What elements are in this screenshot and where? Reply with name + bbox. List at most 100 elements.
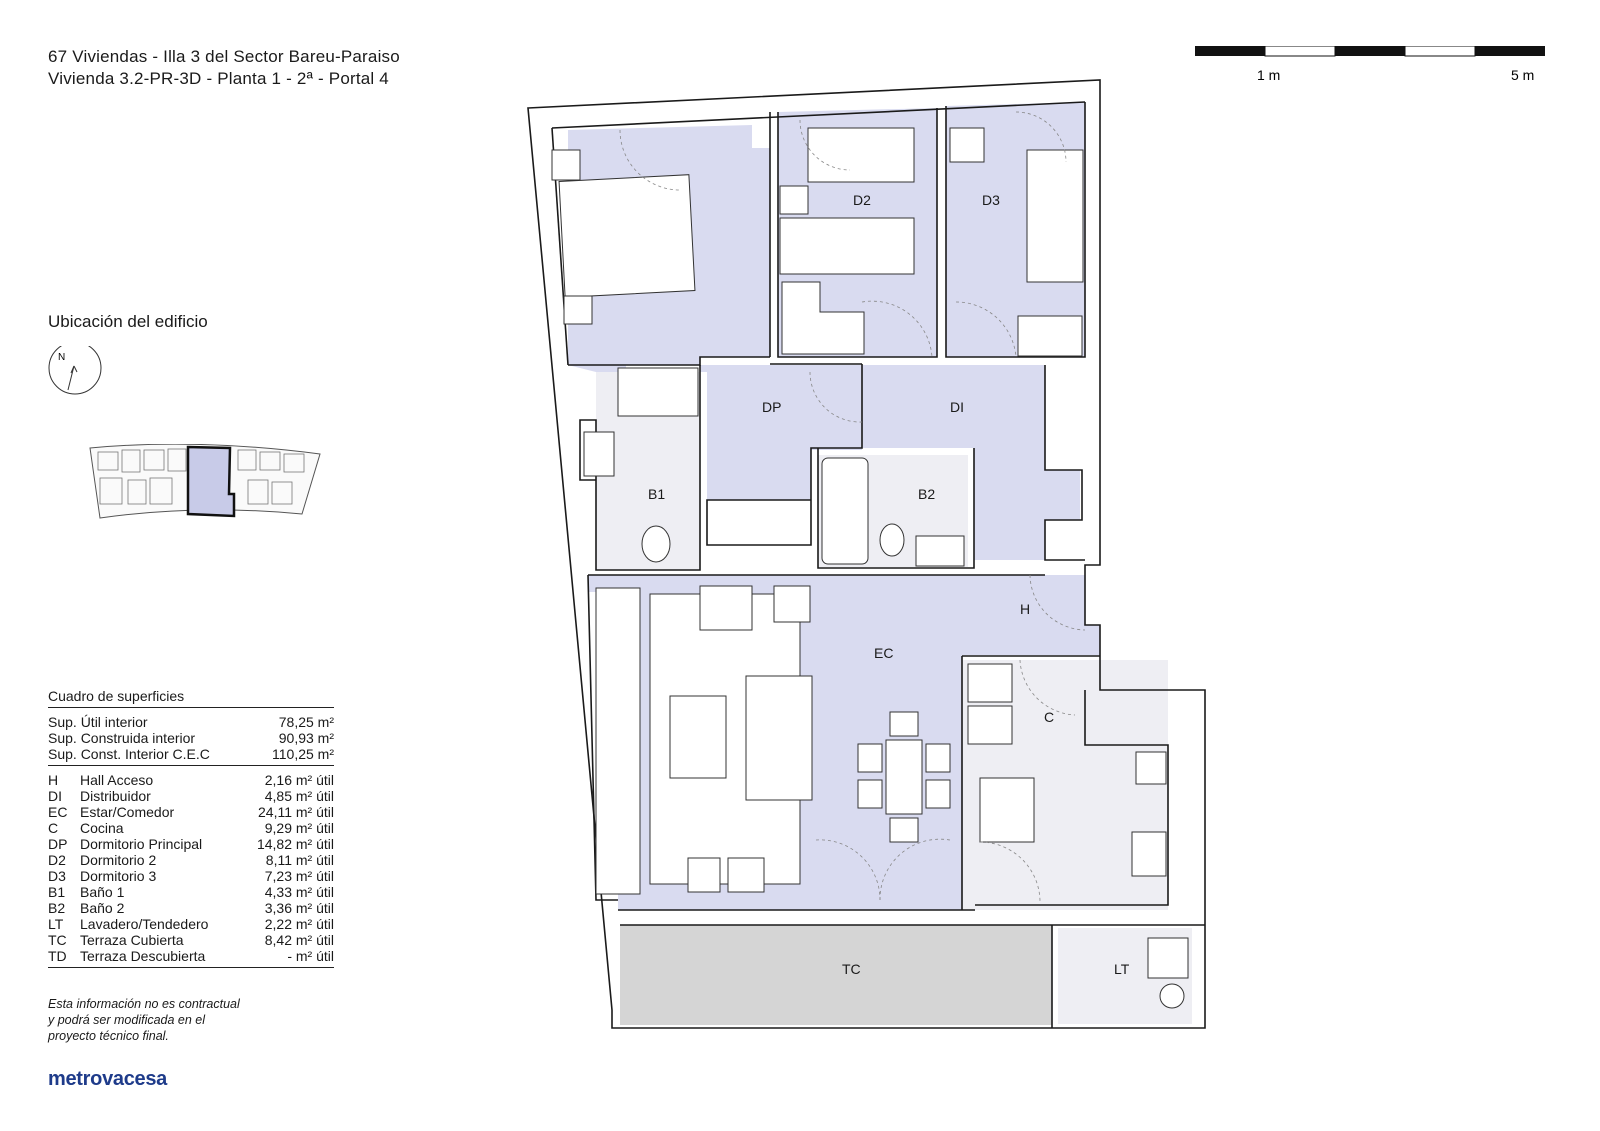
dining-chair xyxy=(925,743,951,773)
disclaimer-note: Esta información no es contractual y pod… xyxy=(48,997,240,1043)
room-code: D3 xyxy=(48,868,66,884)
room-name: Distribuidor xyxy=(80,788,151,804)
total-name: Sup. Útil interior xyxy=(48,714,148,730)
bed-headboard xyxy=(551,149,581,181)
kitchen-fridge xyxy=(967,663,1013,703)
room-code: DI xyxy=(48,788,62,804)
armchair-3 xyxy=(687,857,721,893)
room-name: Terraza Cubierta xyxy=(80,932,184,948)
label-c: C xyxy=(1044,709,1054,725)
scale-label-1m: 1 m xyxy=(1257,67,1280,83)
toilet-b2 xyxy=(879,523,905,557)
room-fill-tc xyxy=(620,925,1052,1025)
toilet-b1 xyxy=(641,525,671,563)
label-h: H xyxy=(1020,601,1030,617)
room-area: 7,23 m² útil xyxy=(264,868,334,884)
bed-d2 xyxy=(779,217,915,275)
north-label: N xyxy=(58,352,65,363)
north-compass-icon: N xyxy=(48,346,102,395)
drain xyxy=(1159,983,1185,1009)
label-d3: D3 xyxy=(982,192,1000,208)
dining-table xyxy=(885,739,923,815)
wardrobe-d2 xyxy=(807,127,915,183)
armchair-4 xyxy=(727,857,765,893)
label-dp: DP xyxy=(762,399,781,415)
room-row: TC Terraza Cubierta 8,42 m² útil xyxy=(48,932,334,948)
room-row: C Cocina 9,29 m² útil xyxy=(48,820,334,836)
label-lt: LT xyxy=(1114,961,1130,977)
nightstand xyxy=(563,295,593,325)
label-d2: D2 xyxy=(853,192,871,208)
shelf-d3 xyxy=(1017,315,1083,357)
dining-chair xyxy=(857,779,883,809)
sink-b1 xyxy=(583,431,615,477)
room-name: Baño 1 xyxy=(80,884,125,900)
room-code: EC xyxy=(48,804,68,820)
room-area: 8,11 m² útil xyxy=(265,852,334,868)
surfaces-table: Cuadro de superficies Sup. Útil interior… xyxy=(48,688,334,968)
bed-d3 xyxy=(1026,149,1084,283)
total-name: Sup. Construida interior xyxy=(48,730,196,746)
room-row: D3 Dormitorio 3 7,23 m² útil xyxy=(48,868,334,884)
room-area: 4,33 m² útil xyxy=(264,884,334,900)
label-ec: EC xyxy=(874,645,893,661)
room-code: B1 xyxy=(48,884,66,900)
bathtub-b2 xyxy=(821,457,869,565)
kitchen-oven xyxy=(967,705,1013,745)
kitchen-table xyxy=(979,777,1035,843)
scale-label-5m: 5 m xyxy=(1511,67,1534,83)
room-area: 9,29 m² útil xyxy=(264,820,334,836)
total-name: Sup. Const. Interior C.E.C xyxy=(48,746,210,762)
room-code: DP xyxy=(48,836,68,852)
brand-logo: metrovacesa xyxy=(48,1068,168,1090)
total-value: 90,93 m² xyxy=(278,730,334,746)
total-row: Sup. Útil interior 78,25 m² xyxy=(48,714,334,730)
walls xyxy=(527,79,1206,1029)
room-name: Terraza Descubierta xyxy=(80,948,206,964)
furniture xyxy=(551,127,1189,1009)
label-di: DI xyxy=(950,399,964,415)
room-fill-dp-lower xyxy=(700,365,862,500)
total-value: 78,25 m² xyxy=(278,714,334,730)
coffee-table xyxy=(669,695,727,779)
room-code: D2 xyxy=(48,852,66,868)
scale-bar: 1 m 5 m xyxy=(1195,46,1545,83)
dining-chair xyxy=(857,743,883,773)
totals-group: Sup. Útil interior 78,25 m² Sup. Construi… xyxy=(48,708,334,766)
room-name: Hall Acceso xyxy=(80,772,154,788)
desk-corner-d2 xyxy=(781,281,865,355)
room-name: Baño 2 xyxy=(80,900,125,916)
room-name: Cocina xyxy=(80,820,124,836)
armchair-2 xyxy=(773,585,811,623)
room-code: B2 xyxy=(48,900,66,916)
project-title: 67 Viviendas - Illa 3 del Sector Bareu-P… xyxy=(48,47,400,66)
label-tc: TC xyxy=(842,961,861,977)
label-b1: B1 xyxy=(648,486,665,502)
room-code: C xyxy=(48,820,59,836)
terrace-planter xyxy=(595,587,641,895)
room-labels: D2 D3 DP DI B1 B2 H EC C TC LT xyxy=(648,192,1130,977)
room-area: 4,85 m² útil xyxy=(264,788,334,804)
room-row: B1 Baño 1 4,33 m² útil xyxy=(48,884,334,900)
room-code: H xyxy=(48,772,59,788)
shower-b1 xyxy=(617,367,699,417)
project-header: 67 Viviendas - Illa 3 del Sector Bareu-P… xyxy=(48,46,400,90)
surfaces-caption: Cuadro de superficies xyxy=(48,688,334,708)
room-area: 2,22 m² útil xyxy=(264,916,334,932)
room-name: Dormitorio 3 xyxy=(80,868,157,884)
room-code: TC xyxy=(48,932,67,948)
room-code: LT xyxy=(48,916,64,932)
room-area: 3,36 m² útil xyxy=(264,900,334,916)
kitchen-sink xyxy=(1135,751,1167,785)
desk-d3 xyxy=(949,127,985,163)
room-area: 8,42 m² útil xyxy=(264,932,334,948)
room-fill-di xyxy=(862,365,1080,560)
washer xyxy=(1147,937,1189,979)
